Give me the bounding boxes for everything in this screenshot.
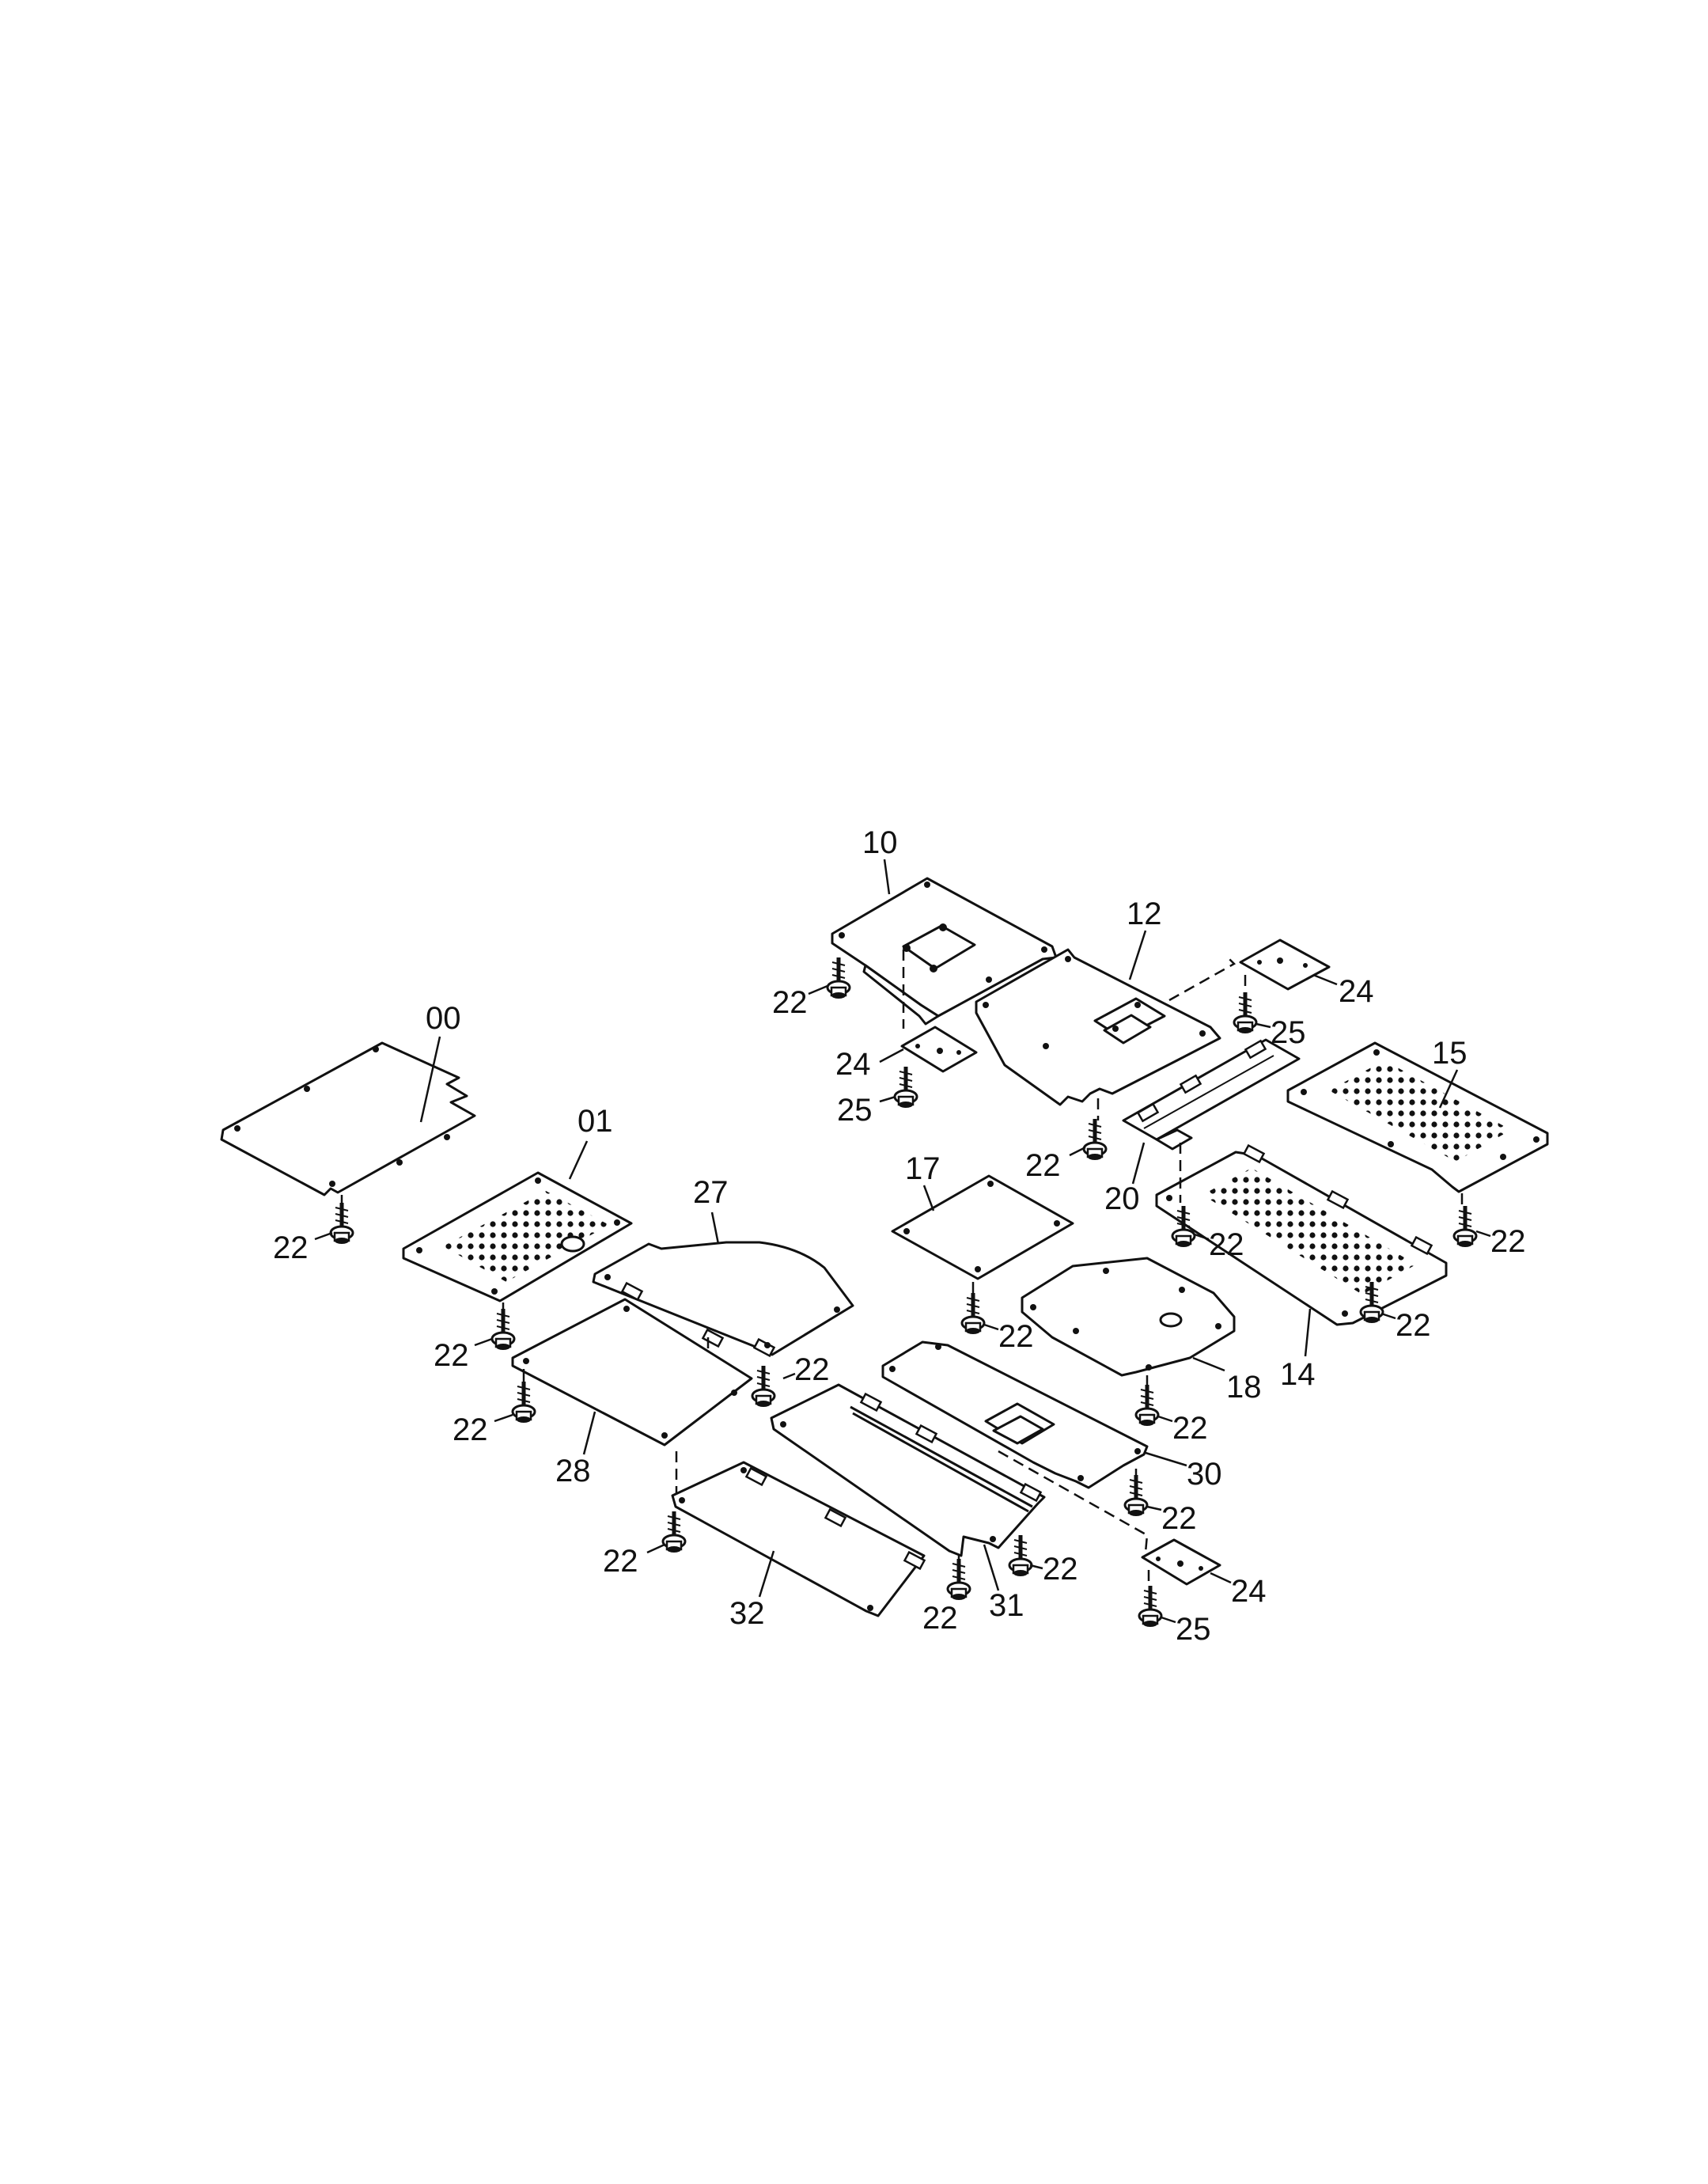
callout-20: 20 [1104,1181,1140,1216]
callout-22-part-01: 22 [434,1338,469,1373]
part-27-plate [592,1241,854,1358]
callout-18: 18 [1226,1370,1262,1405]
callout-32: 32 [729,1596,765,1631]
callout-25-lower: 25 [1176,1612,1211,1647]
callout-22-part-31-b: 22 [1043,1552,1078,1587]
part-18-plate [1021,1257,1236,1377]
part-20-bracket [1122,1038,1301,1151]
bolt-22-part-17 [962,1293,984,1334]
part-30-plate [881,1340,1149,1489]
callout-28: 28 [555,1454,591,1488]
bolt-22-part-28 [513,1382,535,1423]
bolt-25-lower [1139,1586,1161,1627]
bolt-22-part-30 [1125,1475,1147,1516]
part-24-pad-left [900,1026,978,1073]
callout-22-part-28: 22 [453,1412,488,1447]
callout-27: 27 [693,1175,729,1210]
callout-24-lower: 24 [1231,1574,1267,1609]
callout-25-left: 25 [837,1093,873,1128]
part-15-perforated-plate [1286,1041,1549,1193]
bolt-22-part-01 [492,1309,514,1350]
callout-30: 30 [1187,1457,1222,1492]
callout-22-part-27: 22 [794,1352,830,1387]
callout-22-part-14-left: 22 [1209,1227,1244,1262]
callout-17: 17 [905,1151,941,1186]
callout-12: 12 [1127,897,1162,931]
bolt-25-left [895,1067,917,1108]
callout-24-left: 24 [835,1047,871,1082]
callout-22-part-32: 22 [603,1544,638,1579]
bolt-25-upper-right [1234,992,1256,1033]
part-14-perforated-plate [1155,1143,1448,1326]
bolt-22-part-27 [752,1366,774,1407]
callout-22-part-17: 22 [998,1319,1034,1354]
callout-22-part-15: 22 [1490,1224,1526,1259]
callout-24-upper-right: 24 [1339,974,1374,1009]
callout-10: 10 [862,825,898,860]
part-10-plate [831,877,1058,1026]
callout-22-part-10: 22 [772,985,808,1020]
callout-31: 31 [989,1588,1024,1623]
part-24-pad-upper-right [1239,938,1331,991]
callout-14: 14 [1280,1357,1316,1392]
bolt-22-part-10 [827,957,850,999]
callout-15: 15 [1432,1036,1468,1071]
callout-22-part-18: 22 [1172,1411,1208,1446]
part-01-perforated-plate [402,1171,633,1302]
callout-00: 00 [426,1001,461,1036]
part-00-plate [220,1041,476,1196]
bolt-22-part-31-a [948,1559,970,1600]
bolt-22-part-18 [1136,1385,1158,1426]
callout-22-part-12: 22 [1025,1148,1061,1183]
part-32-plate [671,1461,926,1617]
part-12-plate [975,948,1221,1106]
bolt-22-part-15 [1454,1206,1476,1247]
part-28-plate [511,1298,753,1447]
part-31-plate [770,1383,1046,1557]
callout-22-part-30: 22 [1161,1501,1197,1536]
bolt-22-part-12 [1084,1119,1106,1160]
part-24-pad-lower [1141,1538,1221,1586]
bolt-22-part-32 [663,1511,685,1553]
callout-22-part-31-a: 22 [922,1601,958,1636]
bolt-22-part-00 [331,1203,353,1244]
callout-22-part-14-right: 22 [1396,1308,1431,1343]
bolt-22-part-31-b [1009,1535,1032,1576]
callout-01: 01 [578,1104,613,1139]
part-17-plate [891,1174,1074,1280]
callout-25-upper-right: 25 [1271,1015,1306,1050]
callout-22-part-00: 22 [273,1230,309,1265]
